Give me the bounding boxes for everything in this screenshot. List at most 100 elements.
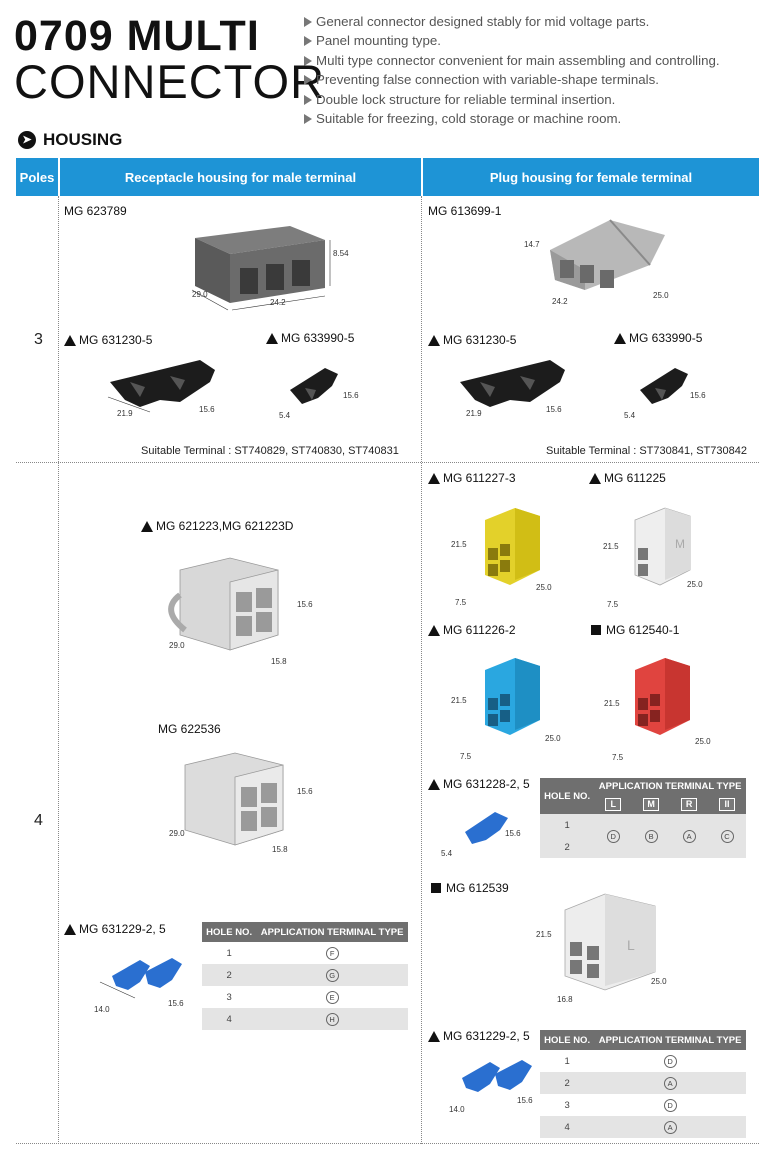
dimension-label: 14.7 <box>524 240 540 249</box>
bullet-triangle-icon <box>304 113 312 124</box>
plug-housing-blue-image <box>485 658 540 735</box>
dimension-label: 21.5 <box>604 699 620 708</box>
dimension-label: 21.5 <box>603 542 619 551</box>
part-number: MG 622536 <box>158 722 221 736</box>
warning-triangle-icon <box>428 334 440 346</box>
retainer-image <box>99 958 182 999</box>
header-poles: Poles <box>16 158 58 196</box>
part-number: MG 631229-2, 5 <box>64 922 166 936</box>
poles-value: 3 <box>34 331 43 348</box>
svg-text:L: L <box>627 937 635 953</box>
dimension-label: 7.5 <box>455 598 467 607</box>
dimension-label: 7.5 <box>460 752 472 761</box>
dimension-label: 8.54 <box>333 249 349 258</box>
warning-triangle-icon <box>64 334 76 346</box>
bullet-triangle-icon <box>304 36 312 47</box>
warning-triangle-icon <box>428 778 440 790</box>
terminal-type-matrix: HOLE NO. APPLICATION TERMINAL TYPE L M R… <box>540 778 746 858</box>
dimension-label: 21.9 <box>466 409 482 418</box>
table-header: HOLE NO. <box>540 1030 595 1050</box>
plug-housing-white-image: M <box>634 507 691 586</box>
header-plug: Plug housing for female terminal <box>423 158 759 196</box>
row-divider <box>16 462 759 463</box>
bullet-triangle-icon <box>304 17 312 27</box>
part-number: MG 611227-3 <box>428 471 516 485</box>
poles-value: 4 <box>34 812 43 829</box>
dimension-label: 24.2 <box>552 297 568 306</box>
title-line2: CONNECTOR <box>14 55 326 108</box>
svg-text:M: M <box>675 537 685 551</box>
part-number: MG 612539 <box>431 881 509 895</box>
dimension-label: 15.6 <box>505 829 521 838</box>
part-number: MG 631230-5 <box>428 333 516 347</box>
column-divider <box>58 196 59 1144</box>
dimension-label: 25.0 <box>695 737 711 746</box>
warning-triangle-icon <box>428 624 440 636</box>
table-header: APPLICATION TERMINAL TYPE <box>594 778 746 795</box>
retainer-image <box>107 360 215 413</box>
dimension-label: 15.6 <box>297 787 313 796</box>
square-bullet-icon <box>591 625 601 635</box>
part-number: MG 621223,MG 621223D <box>141 519 293 533</box>
warning-triangle-icon <box>428 472 440 484</box>
retainer-image <box>462 1060 532 1092</box>
feature-item: Suitable for freezing, cold storage or m… <box>304 109 720 128</box>
dimension-label: 15.6 <box>297 600 313 609</box>
column-divider <box>421 196 422 1144</box>
dimension-label: 25.0 <box>651 977 667 986</box>
plug-housing-yellow-image <box>485 508 540 585</box>
table-row: 1 D B A C <box>540 814 746 858</box>
square-bullet-icon <box>431 883 441 893</box>
dimension-label: 15.6 <box>199 405 215 414</box>
plug-housing-3p-image <box>550 219 665 290</box>
dimension-label: 15.6 <box>168 999 184 1008</box>
bullet-triangle-icon <box>304 55 312 66</box>
receptacle-housing-4p-image <box>184 752 284 846</box>
row-divider <box>16 1143 759 1144</box>
dimension-label: 21.9 <box>117 409 133 418</box>
feature-item: Double lock structure for reliable termi… <box>304 90 720 109</box>
dimension-label: 7.5 <box>612 753 624 762</box>
dimension-label: 5.4 <box>279 411 291 420</box>
table-row: 2 <box>540 836 746 858</box>
suitable-terminal: Suitable Terminal : ST730841, ST730842 <box>546 445 747 457</box>
plug-housing-red-image <box>635 658 690 735</box>
feature-item: Preventing false connection with variabl… <box>304 70 720 89</box>
dimension-label: 15.6 <box>546 405 562 414</box>
dimension-label: 15.6 <box>690 391 706 400</box>
dimension-label: 21.5 <box>536 930 552 939</box>
feature-list: General connector designed stably for mi… <box>304 12 720 128</box>
retainer-image <box>460 360 565 407</box>
section-heading: ➤ HOUSING <box>18 130 122 150</box>
dimension-label: 15.8 <box>272 845 288 854</box>
suitable-terminal: Suitable Terminal : ST740829, ST740830, … <box>141 445 399 457</box>
receptacle-housing-4p-image <box>168 557 279 651</box>
dimension-label: 14.0 <box>94 1005 110 1014</box>
dimension-label: 29.0 <box>169 641 185 650</box>
part-number: MG 613699-1 <box>428 204 502 218</box>
warning-triangle-icon <box>614 332 626 344</box>
dimension-label: 21.5 <box>451 696 467 705</box>
warning-triangle-icon <box>428 1030 440 1042</box>
part-number: MG 631229-2, 5 <box>428 1029 530 1043</box>
title-line1: 0709 MULTI <box>14 12 260 60</box>
dimension-label: 15.6 <box>343 391 359 400</box>
table-header: APPLICATION TERMINAL TYPE <box>594 1030 746 1050</box>
retainer-image <box>465 812 508 844</box>
part-number: MG 623789 <box>64 204 127 218</box>
warning-triangle-icon <box>589 472 601 484</box>
part-number: MG 631228-2, 5 <box>428 777 530 791</box>
warning-triangle-icon <box>64 923 76 935</box>
part-number: MG 611226-2 <box>428 623 516 637</box>
dimension-label: 24.2 <box>270 298 286 307</box>
table-header: HOLE NO. <box>540 778 595 814</box>
dimension-label: 14.0 <box>449 1105 465 1114</box>
part-number: MG 633990-5 <box>266 331 354 345</box>
